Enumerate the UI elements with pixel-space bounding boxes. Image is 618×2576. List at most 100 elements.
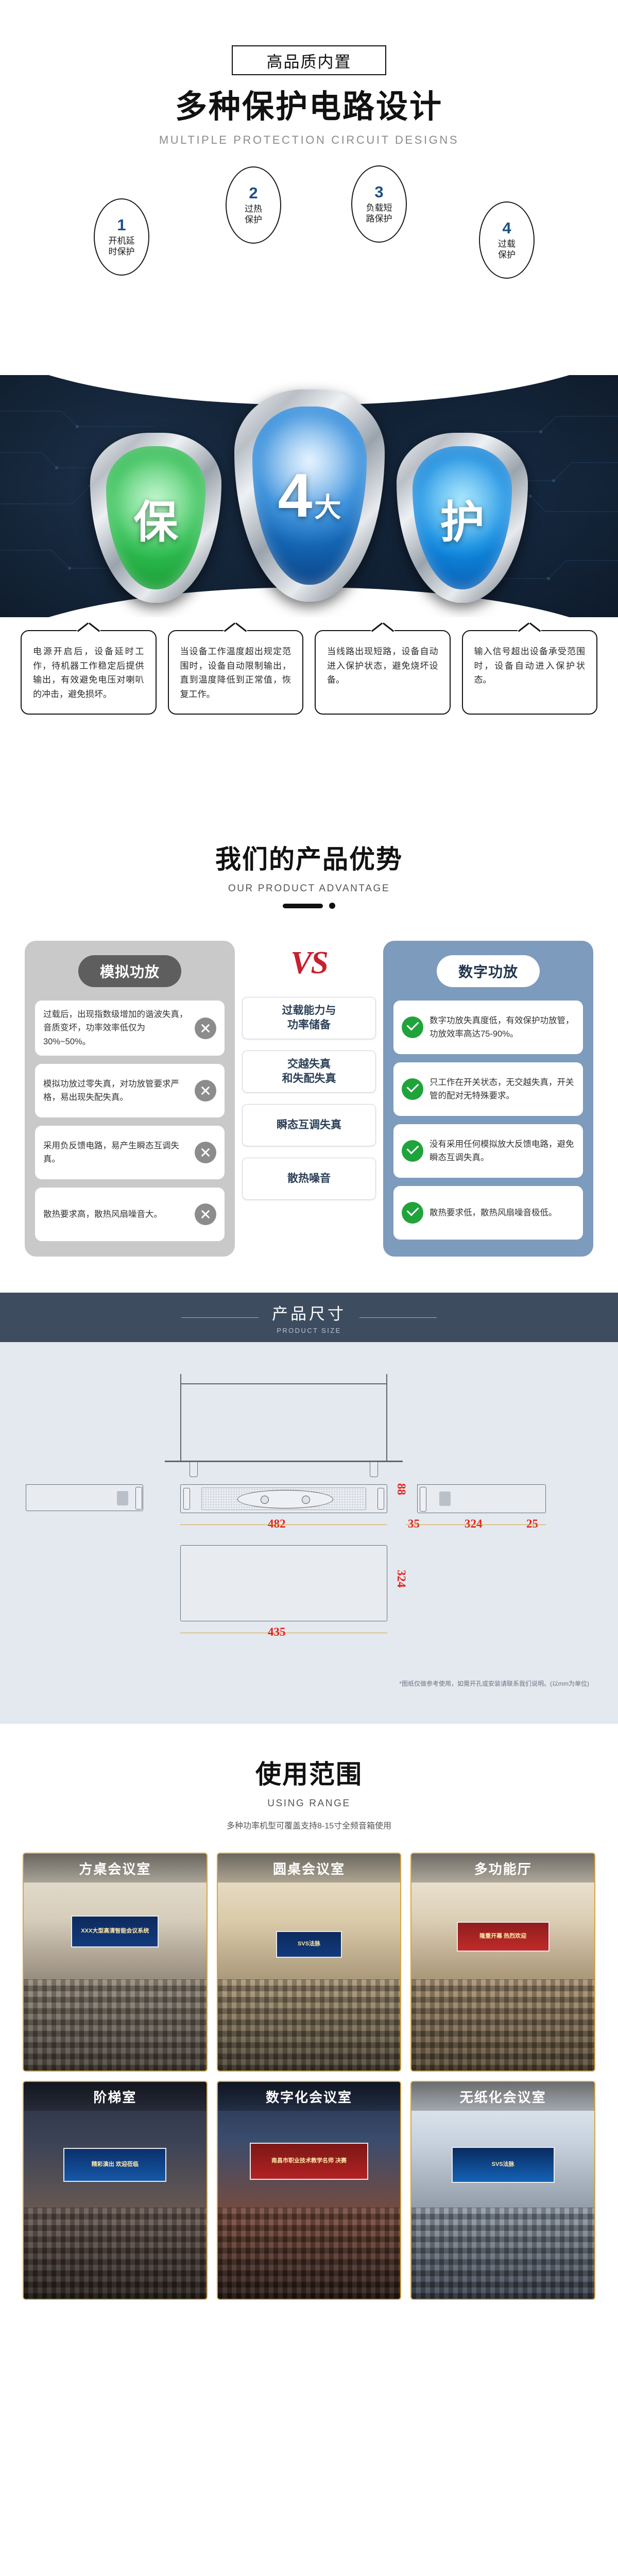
- dimension-drawing: 482 88 35 324 25 324 435 435: [26, 1365, 592, 1674]
- range-card[interactable]: 南昌市职业技术教学名师 决赛 数字化会议室: [216, 2081, 402, 2300]
- x-icon: [195, 1017, 216, 1039]
- analog-column: 模拟功放 过载后，出现指数级增加的谐波失真，音质变坏，功率效率低仅为30%~50…: [25, 941, 235, 1257]
- bubble-number: 1: [117, 216, 126, 234]
- room-seating: [217, 2208, 401, 2299]
- shield-center-number: 4: [278, 461, 313, 530]
- analog-column-header: 模拟功放: [78, 955, 181, 987]
- room-photo: [24, 1854, 207, 2071]
- room-seating: [24, 2208, 207, 2299]
- analog-row-text: 采用负反馈电路，易产生瞬态互调失真。: [43, 1141, 179, 1164]
- comparison-criteria: 瞬态互调失真: [242, 1104, 376, 1146]
- spacer: [26, 1484, 27, 1486]
- advantage-section: 我们的产品优势 OUR PRODUCT ADVANTAGE 模拟功放 过载后，出…: [0, 808, 618, 1293]
- product-size-header: 产品尺寸 PRODUCT SIZE: [0, 1293, 618, 1343]
- bubble-label-line2: 时保护: [108, 246, 135, 257]
- shield-right-char: 护: [440, 497, 485, 547]
- protection-bubble-2: 2 过热 保护: [226, 166, 281, 244]
- bubble-label-line1: 过载: [498, 239, 516, 249]
- bubble-number: 3: [374, 183, 384, 201]
- callout-notch-icon: [518, 622, 542, 633]
- bubble-label-line1: 过热: [245, 204, 262, 214]
- size-note: *图纸仅做参考使用，如需开孔或安装请联系我们说明。(以mm为单位): [399, 1680, 589, 1688]
- dimension-body-width: 435: [268, 1625, 286, 1639]
- topview-edge-right: [386, 1374, 387, 1462]
- shield-banner: 保 护 4 大: [0, 375, 618, 617]
- decoration-dot-icon: [329, 903, 335, 909]
- spacer2: [417, 1484, 418, 1486]
- topview-base: [165, 1461, 403, 1462]
- header-rule-left: [181, 1317, 259, 1318]
- dimension-height: 88: [395, 1483, 408, 1496]
- range-card[interactable]: 精彩演出 欢迎莅临 阶梯室: [23, 2081, 208, 2300]
- dimension-top-depth: 324: [395, 1570, 408, 1588]
- header-rule-right: [359, 1317, 437, 1318]
- product-detail-page: 高品质内置 多种保护电路设计 MULTIPLE PROTECTION CIRCU…: [0, 0, 618, 2336]
- room-seating: [217, 1979, 401, 2071]
- volume-knob-left-icon: [261, 1496, 269, 1504]
- range-card-caption: 数字化会议室: [217, 2082, 401, 2111]
- check-icon: [402, 1140, 423, 1162]
- room-screen: 南昌市职业技术教学名师 决赛: [249, 2143, 368, 2180]
- bubble-label-line2: 保护: [498, 249, 516, 260]
- analog-row: 散热要求高，散热风扇噪音大。: [35, 1188, 225, 1242]
- range-card-caption: 圆桌会议室: [217, 1854, 401, 1883]
- topview-foot-left: [190, 1462, 198, 1478]
- digital-row: 没有采用任何模拟放大反馈电路，避免瞬态互调失真。: [393, 1124, 583, 1178]
- shield-left: 保: [90, 433, 221, 603]
- shield-right: 护: [397, 433, 528, 603]
- bubble-label-line1: 开机延: [108, 236, 135, 246]
- check-icon: [402, 1202, 423, 1224]
- digital-row-text: 散热要求低，散热风扇噪音极低。: [430, 1208, 557, 1217]
- comparison-table: 模拟功放 过载后，出现指数级增加的谐波失真，音质变坏，功率效率低仅为30%~50…: [0, 941, 618, 1257]
- protection-callout-list: 电源开启后，设备延时工作，待机器工作稳定后提供输出，有效避免电压对喇叭的冲击，避…: [0, 622, 618, 715]
- comparison-criteria: 过载能力与功率储备: [242, 997, 376, 1039]
- rack-ear-left: [135, 1487, 142, 1510]
- page-subtitle: MULTIPLE PROTECTION CIRCUIT DESIGNS: [159, 133, 459, 147]
- title-decoration: [0, 903, 618, 909]
- shield-center: 4 大: [234, 389, 385, 602]
- room-screen: SVS法脉: [276, 1931, 342, 1958]
- comparison-criteria: 散热噪音: [242, 1158, 376, 1200]
- shield-left-char: 保: [133, 497, 178, 547]
- room-seating: [411, 2208, 594, 2299]
- bubble-label-line2: 路保护: [366, 213, 392, 224]
- callout-text: 输入信号超出设备承受范围时，设备自动进入保护状态。: [474, 647, 586, 685]
- protection-section: 高品质内置 多种保护电路设计 MULTIPLE PROTECTION CIRCU…: [0, 45, 618, 808]
- range-card[interactable]: SVS法脉 圆桌会议室: [216, 1853, 402, 2072]
- room-screen: SVS法脉: [451, 2147, 555, 2183]
- dimension-ear-offset: 35: [408, 1517, 420, 1531]
- room-photo: [217, 2082, 401, 2299]
- volume-knob-right-icon: [302, 1496, 310, 1504]
- analog-row: 过载后，出现指数级增加的谐波失真，音质变坏，功率效率低仅为30%~50%。: [35, 1001, 225, 1056]
- range-card[interactable]: SVS法脉 无纸化会议室: [410, 2081, 595, 2300]
- range-card[interactable]: 隆重开幕 热烈欢迎 多功能厅: [410, 1853, 595, 2072]
- page-title: 多种保护电路设计: [175, 89, 443, 125]
- range-title: 使用范围: [255, 1760, 363, 1789]
- front-ear-left: [183, 1488, 190, 1510]
- digital-row-text: 数字功放失真度低，有效保护功放管，功放效率高达75-90%。: [430, 1015, 574, 1039]
- protection-callout-4: 输入信号超出设备承受范围时，设备自动进入保护状态。: [461, 622, 597, 715]
- range-card-caption: 多功能厅: [411, 1854, 594, 1883]
- room-seating: [411, 1979, 594, 2071]
- topview-edge-left: [180, 1374, 181, 1462]
- side-view-right: [417, 1484, 546, 1514]
- section-tag: 高品质内置: [232, 45, 386, 75]
- dimension-rear-tail: 25: [526, 1517, 538, 1531]
- dimension-depth: 324: [465, 1517, 483, 1531]
- analog-row-list: 过载后，出现指数级增加的谐波失真，音质变坏，功率效率低仅为30%~50%。 模拟…: [35, 1001, 225, 1242]
- callout-notch-icon: [224, 622, 248, 633]
- analog-row-text: 过载后，出现指数级增加的谐波失真，音质变坏，功率效率低仅为30%~50%。: [43, 1010, 188, 1046]
- shield-group: 保 护 4 大: [0, 375, 618, 617]
- bubble-label-line2: 保护: [245, 214, 262, 225]
- range-card-caption: 方桌会议室: [24, 1854, 207, 1883]
- digital-row: 只工作在开关状态，无交越失真，开关管的配对无特殊要求。: [393, 1062, 583, 1116]
- room-photo: [217, 1854, 401, 2071]
- room-screen: 隆重开幕 热烈欢迎: [456, 1922, 550, 1952]
- x-icon: [195, 1204, 216, 1226]
- vs-label: VS: [290, 945, 329, 980]
- range-card[interactable]: XXX大型高清智能会议系统 方桌会议室: [23, 1853, 208, 2072]
- analog-row-text: 模拟功放过零失真，对功放管要求严格，易出现失配失真。: [43, 1079, 179, 1103]
- x-icon: [195, 1142, 216, 1164]
- range-card-caption: 阶梯室: [24, 2082, 207, 2111]
- front-badge-plate: [237, 1490, 333, 1509]
